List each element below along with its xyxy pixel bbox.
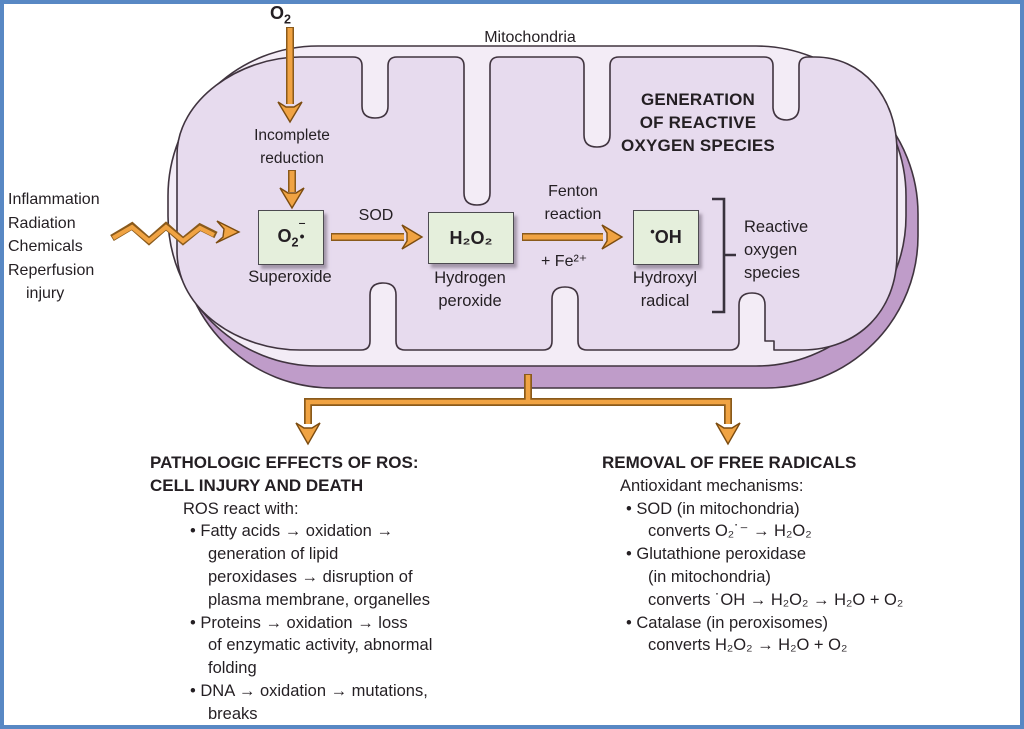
branch-arrows — [295, 374, 741, 446]
ros-bracket — [712, 197, 736, 314]
reduction-arrow — [279, 170, 305, 210]
generation-title: GENERATION OF REACTIVE OXYGEN SPECIES — [621, 90, 775, 155]
h2o2-box: H₂O₂ — [428, 212, 514, 264]
fenton-arrow — [522, 224, 624, 250]
hydroxyl-formula: •OH — [650, 224, 682, 247]
sod-arrow — [331, 224, 424, 250]
h2o2-formula: H₂O₂ — [449, 227, 493, 248]
superoxide-caption: Superoxide — [248, 268, 332, 286]
removal-free-radicals-section: REMOVAL OF FREE RADICALS Antioxidant mec… — [602, 453, 904, 655]
ros-bracket-label: Reactive oxygen species — [744, 218, 809, 282]
h2o2-caption: Hydrogen peroxide — [434, 269, 506, 310]
incomplete-reduction-label: Incomplete reduction — [254, 127, 330, 167]
mitochondria-inner-membrane — [176, 56, 898, 351]
hydroxyl-caption: Hydroxyl radical — [632, 269, 698, 310]
injury-causes-list: Inflammation Radiation Chemicals Reperfu… — [8, 191, 100, 302]
mitochondria-label: Mitochondria — [484, 29, 576, 46]
hydroxyl-box: •OH — [633, 210, 699, 265]
pathologic-effects-section: PATHOLOGIC EFFECTS OF ROS: CELL INJURY A… — [150, 453, 433, 723]
fe2-label: + Fe²⁺ — [541, 253, 588, 270]
superoxide-box: O2‾• — [258, 210, 324, 265]
fenton-reaction-label: Fenton reaction — [544, 183, 602, 223]
superoxide-formula: O2‾• — [277, 220, 305, 250]
o2-entry-arrow — [277, 27, 303, 124]
sod-label: SOD — [358, 207, 394, 224]
injury-zigzag-arrow — [110, 220, 241, 246]
o2-label: O2 — [270, 3, 292, 27]
